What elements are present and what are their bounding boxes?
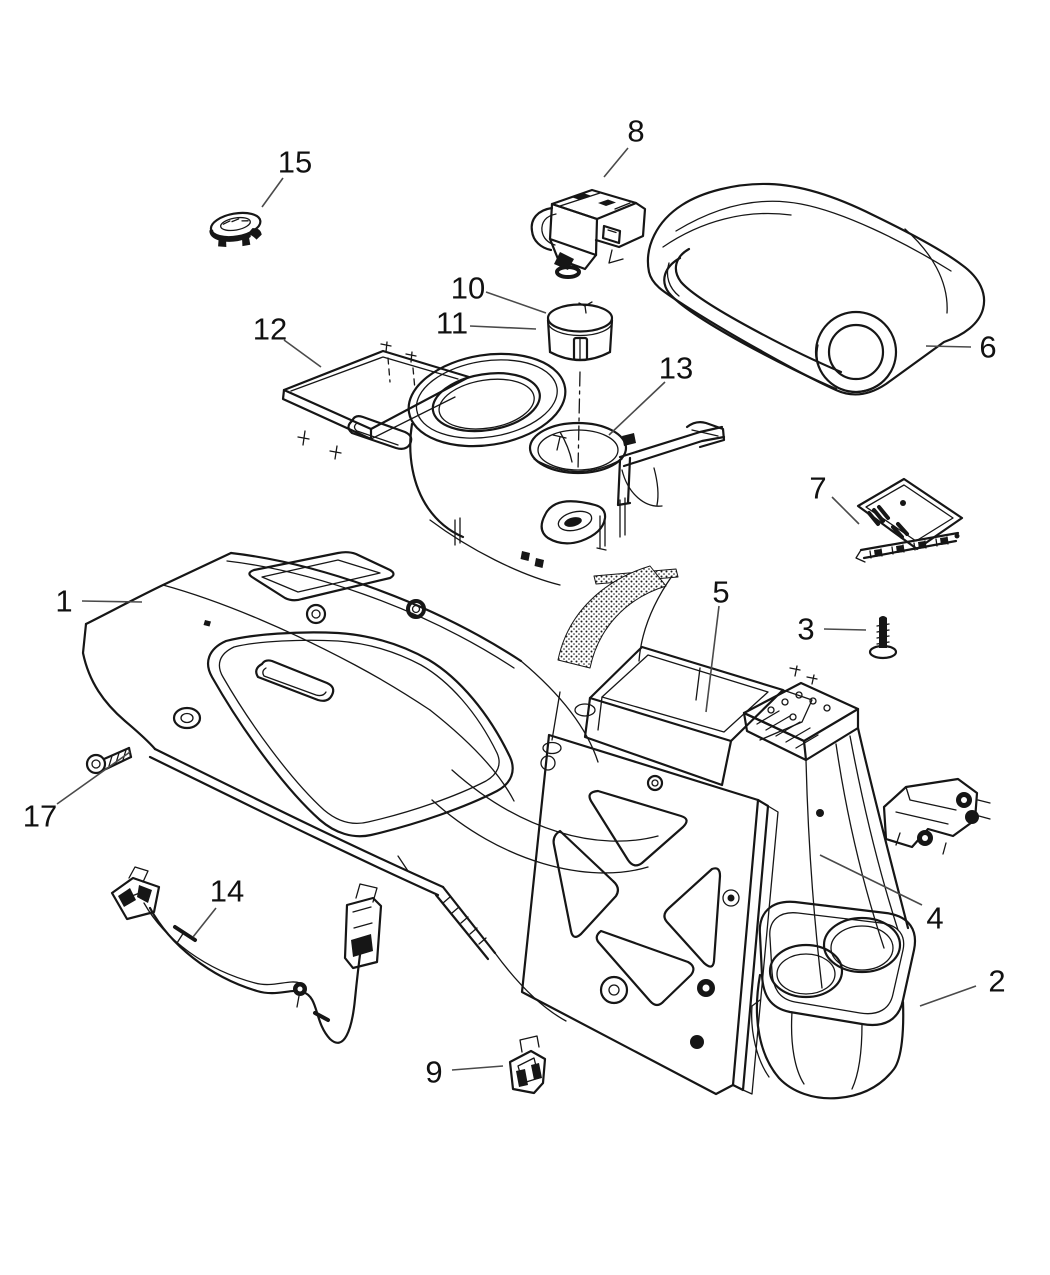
callout-10[interactable]: 10	[451, 271, 485, 306]
callout-13[interactable]: 13	[659, 351, 693, 386]
leader-line-8	[603, 147, 629, 178]
callout-5[interactable]: 5	[712, 575, 729, 610]
part-1-front-console-body	[81, 551, 673, 1022]
leader-line-1	[81, 600, 143, 603]
leader-line-4	[819, 854, 923, 906]
leader-line-3	[823, 628, 867, 631]
leader-line-14	[192, 907, 217, 938]
callout-14[interactable]: 14	[210, 874, 244, 909]
callout-1[interactable]: 1	[55, 584, 72, 619]
callout-15[interactable]: 15	[278, 145, 312, 180]
leader-line-13	[608, 381, 666, 436]
callout-9[interactable]: 9	[425, 1055, 442, 1090]
leader-line-6	[925, 345, 972, 348]
callout-11[interactable]: 11	[436, 306, 468, 341]
part-7-hinged-door	[855, 477, 964, 563]
line-art	[81, 182, 991, 1100]
callout-2[interactable]: 2	[988, 964, 1005, 999]
latch-striker	[882, 777, 991, 855]
part-3-screw	[868, 616, 898, 660]
part-2-rear-cupholder-base	[751, 900, 917, 1100]
part-6-armrest-lid	[646, 182, 986, 396]
part-8-lid-latch	[530, 188, 647, 279]
callout-17[interactable]: 17	[23, 799, 57, 834]
part-14-wiring-harness	[110, 866, 383, 1044]
leader-line-12	[283, 339, 322, 368]
leader-line-11	[469, 325, 537, 330]
leader-line-10	[485, 291, 547, 314]
part-9-retaining-clip	[508, 1035, 547, 1095]
callout-6[interactable]: 6	[979, 330, 996, 365]
callout-4[interactable]: 4	[926, 901, 943, 936]
part-5-storage-bin	[583, 645, 813, 787]
callout-8[interactable]: 8	[627, 114, 644, 149]
rear-support-panel	[520, 733, 779, 1096]
leader-line-9	[451, 1065, 504, 1071]
leader-line-5	[705, 605, 720, 713]
part-4-side-panel	[742, 665, 910, 989]
part-10-11-cup-plug	[546, 301, 614, 471]
leader-line-17	[56, 751, 131, 805]
leader-line-7	[831, 496, 860, 525]
leader-line-15	[261, 177, 284, 208]
callout-7[interactable]: 7	[809, 471, 826, 506]
leader-line-2	[919, 985, 977, 1007]
callout-12[interactable]: 12	[253, 312, 287, 347]
part-15-cap-knob	[209, 211, 262, 247]
callout-3[interactable]: 3	[797, 612, 814, 647]
